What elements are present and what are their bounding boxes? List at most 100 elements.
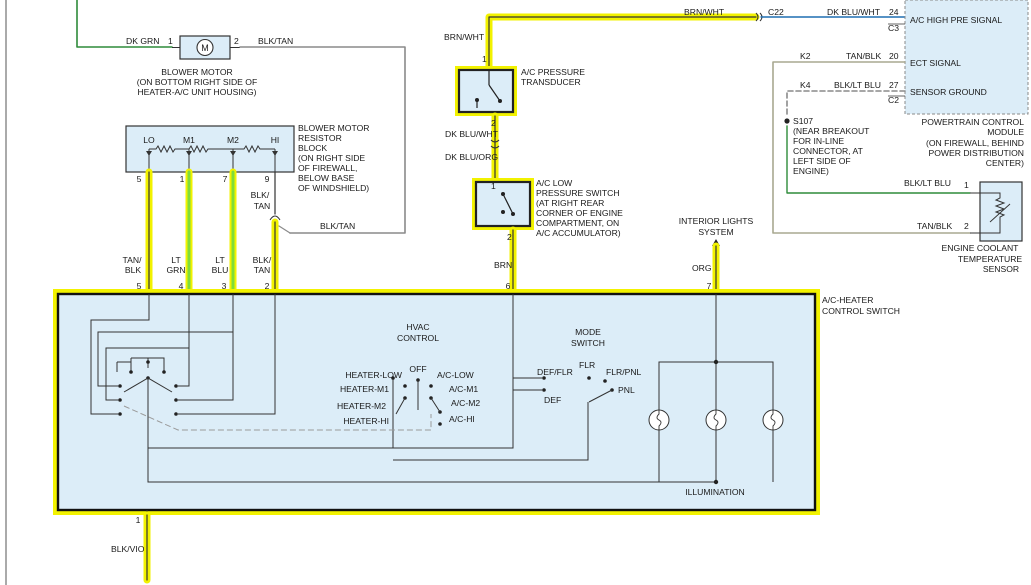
pcm-desc-4: POWER DISTRIBUTION: [929, 148, 1025, 158]
internal-wiring: [90, 294, 774, 520]
tap-label-m2: M2: [227, 135, 239, 145]
pin-label: 2: [234, 36, 239, 46]
hvac-pos-heater-hi: HEATER-HI: [343, 416, 389, 426]
hvac-title-1: HVAC: [406, 322, 429, 332]
pin-label: 2: [964, 221, 969, 231]
switch-body: [56, 292, 817, 512]
pcm-desc-5: CENTER): [986, 158, 1024, 168]
pin-label: 1: [491, 181, 496, 191]
mode-pos-pnl: PNL: [618, 385, 635, 395]
cavity-k4: K4: [800, 80, 811, 90]
wire-label-blk-tan-9a: BLK/: [251, 190, 270, 200]
wire-label-tan-blk-b: BLK: [125, 265, 142, 275]
pcm-signal-27: SENSOR GROUND: [910, 87, 987, 97]
wire-label-brn-wht-left: BRN/WHT: [444, 32, 485, 42]
lp-switch-desc-5: COMPARTMENT, ON: [536, 218, 619, 228]
connector-c3: C3: [888, 23, 899, 33]
blower-motor-desc-2: (ON BOTTOM RIGHT SIDE OF: [137, 77, 257, 87]
tap-label-hi: HI: [271, 135, 280, 145]
tan-blk-wire: [772, 61, 971, 234]
pin-label: 1: [482, 54, 487, 64]
hvac-pos-heater-m1: HEATER-M1: [340, 384, 389, 394]
wire-label-blk-vio: BLK/VIO: [111, 544, 145, 554]
pin-label: 5: [137, 281, 142, 291]
pin-label: 2: [507, 232, 512, 242]
wire-label-tan-blk-sensor: TAN/BLK: [917, 221, 952, 231]
resistor-block: LO M1 M2 HI BLOWER MOTOR RESISTOR BLOCK …: [125, 123, 369, 193]
pin-label: 1: [964, 180, 969, 190]
wire-label-blk-lt-blu-pcm: BLK/LT BLU: [834, 80, 881, 90]
wire-label-dk-grn: DK GRN: [126, 36, 159, 46]
wire-label-blk-tan-jumper: BLK/TAN: [320, 221, 355, 231]
lamp-icon: [648, 409, 670, 431]
pin-label: 7: [223, 174, 228, 184]
hvac-pos-heater-m2: HEATER-M2: [337, 401, 386, 411]
lamp-icon: [762, 409, 784, 431]
lp-switch-desc-3: (AT RIGHT REAR: [536, 198, 604, 208]
mode-pos-def: DEF: [544, 395, 561, 405]
wire-label-lt-grn-b: GRN: [166, 265, 185, 275]
lp-switch-desc-6: A/C ACCUMULATOR): [536, 228, 621, 238]
sensor-ground-wire: [786, 90, 906, 117]
mode-title-1: MODE: [575, 327, 601, 337]
lp-switch-desc-2: PRESSURE SWITCH: [536, 188, 620, 198]
pin-label: 3: [222, 281, 227, 291]
low-pressure-switch-body: [474, 180, 532, 228]
pin-label: 6: [506, 281, 511, 291]
switch-title-2: CONTROL SWITCH: [822, 306, 900, 316]
hvac-pos-heater-low: HEATER-LOW: [345, 370, 403, 380]
pin-label: 7: [707, 281, 712, 291]
switch-title-1: A/C-HEATER: [822, 295, 873, 305]
tap-label-lo: LO: [143, 135, 155, 145]
resistor-desc-5: OF FIREWALL,: [298, 163, 357, 173]
wire-label-blk-tan-b: TAN: [254, 265, 271, 275]
pin-label: 24: [889, 7, 899, 17]
lp-switch-desc-1: A/C LOW: [536, 178, 573, 188]
blower-motor: M DK GRN 1 2 BLK/TAN BLOWER MOTOR (ON BO…: [76, 0, 406, 234]
ground-wire: 1 BLK/VIO: [111, 511, 151, 584]
wire-label-brn-wht-top: BRN/WHT: [684, 7, 725, 17]
splice-s107: S107 (NEAR BREAKOUT FOR IN-LINE CONNECTO…: [784, 116, 870, 176]
blk-lt-blu-wire: [786, 125, 971, 194]
wire-label-dk-blu-wht-2: DK BLU/WHT: [445, 129, 499, 139]
resistor-desc-6: BELOW BASE: [298, 173, 355, 183]
pin-label: 2: [265, 281, 270, 291]
splice-desc-1: (NEAR BREAKOUT: [793, 126, 870, 136]
pin-label: 9: [265, 174, 270, 184]
ganged-link: [123, 405, 432, 431]
blower-motor-desc-3: HEATER-A/C UNIT HOUSING): [137, 87, 256, 97]
lamp-icon: [705, 409, 727, 431]
splice-desc-5: ENGINE): [793, 166, 829, 176]
transducer-desc-2: TRANSDUCER: [521, 77, 581, 87]
pressure-transducer: 1 A/C PRESSURE TRANSDUCER 2 DK BLU/WHT D…: [445, 54, 585, 182]
blower-motor-desc-1: BLOWER MOTOR: [161, 67, 232, 77]
transducer-body: [457, 68, 515, 114]
illumination-bulbs: ILLUMINATION: [648, 409, 784, 497]
powertrain-control-module: A/C HIGH PRE SIGNAL 24 C3 ECT SIGNAL 20 …: [772, 0, 1029, 234]
tap-label-m1: M1: [183, 135, 195, 145]
resistor-desc-4: (ON RIGHT SIDE: [298, 153, 365, 163]
lp-switch-desc-4: CORNER OF ENGINE: [536, 208, 623, 218]
resistor-desc-7: OF WINDSHIELD): [298, 183, 369, 193]
wire-label-lt-blu-b: BLU: [212, 265, 229, 275]
resistor-desc-3: BLOCK: [298, 143, 327, 153]
interior-lights-label-1: INTERIOR LIGHTS: [679, 216, 754, 226]
sensor-desc-2: TEMPERATURE: [958, 254, 1023, 264]
sensor-desc-1: ENGINE COOLANT: [942, 243, 1020, 253]
pin-label: 1: [180, 174, 185, 184]
sensor-desc-3: SENSOR: [983, 264, 1019, 274]
mode-title-2: SWITCH: [571, 338, 605, 348]
resistor-desc-1: BLOWER MOTOR: [298, 123, 369, 133]
wire-label-tan-blk-a: TAN/: [123, 255, 143, 265]
pcm-desc-1: POWERTRAIN CONTROL: [922, 117, 1025, 127]
mode-pos-def-flr: DEF/FLR: [537, 367, 573, 377]
wire-label-blk-tan-a: BLK/: [253, 255, 272, 265]
splice-desc-4: LEFT SIDE OF: [793, 156, 851, 166]
hvac-pos-ac-m2: A/C-M2: [451, 398, 480, 408]
pin-label: 2: [491, 118, 496, 128]
blk-tan-wire-motor: [239, 46, 406, 234]
interior-lights-label-2: SYSTEM: [698, 227, 733, 237]
resistor-desc-2: RESISTOR: [298, 133, 342, 143]
